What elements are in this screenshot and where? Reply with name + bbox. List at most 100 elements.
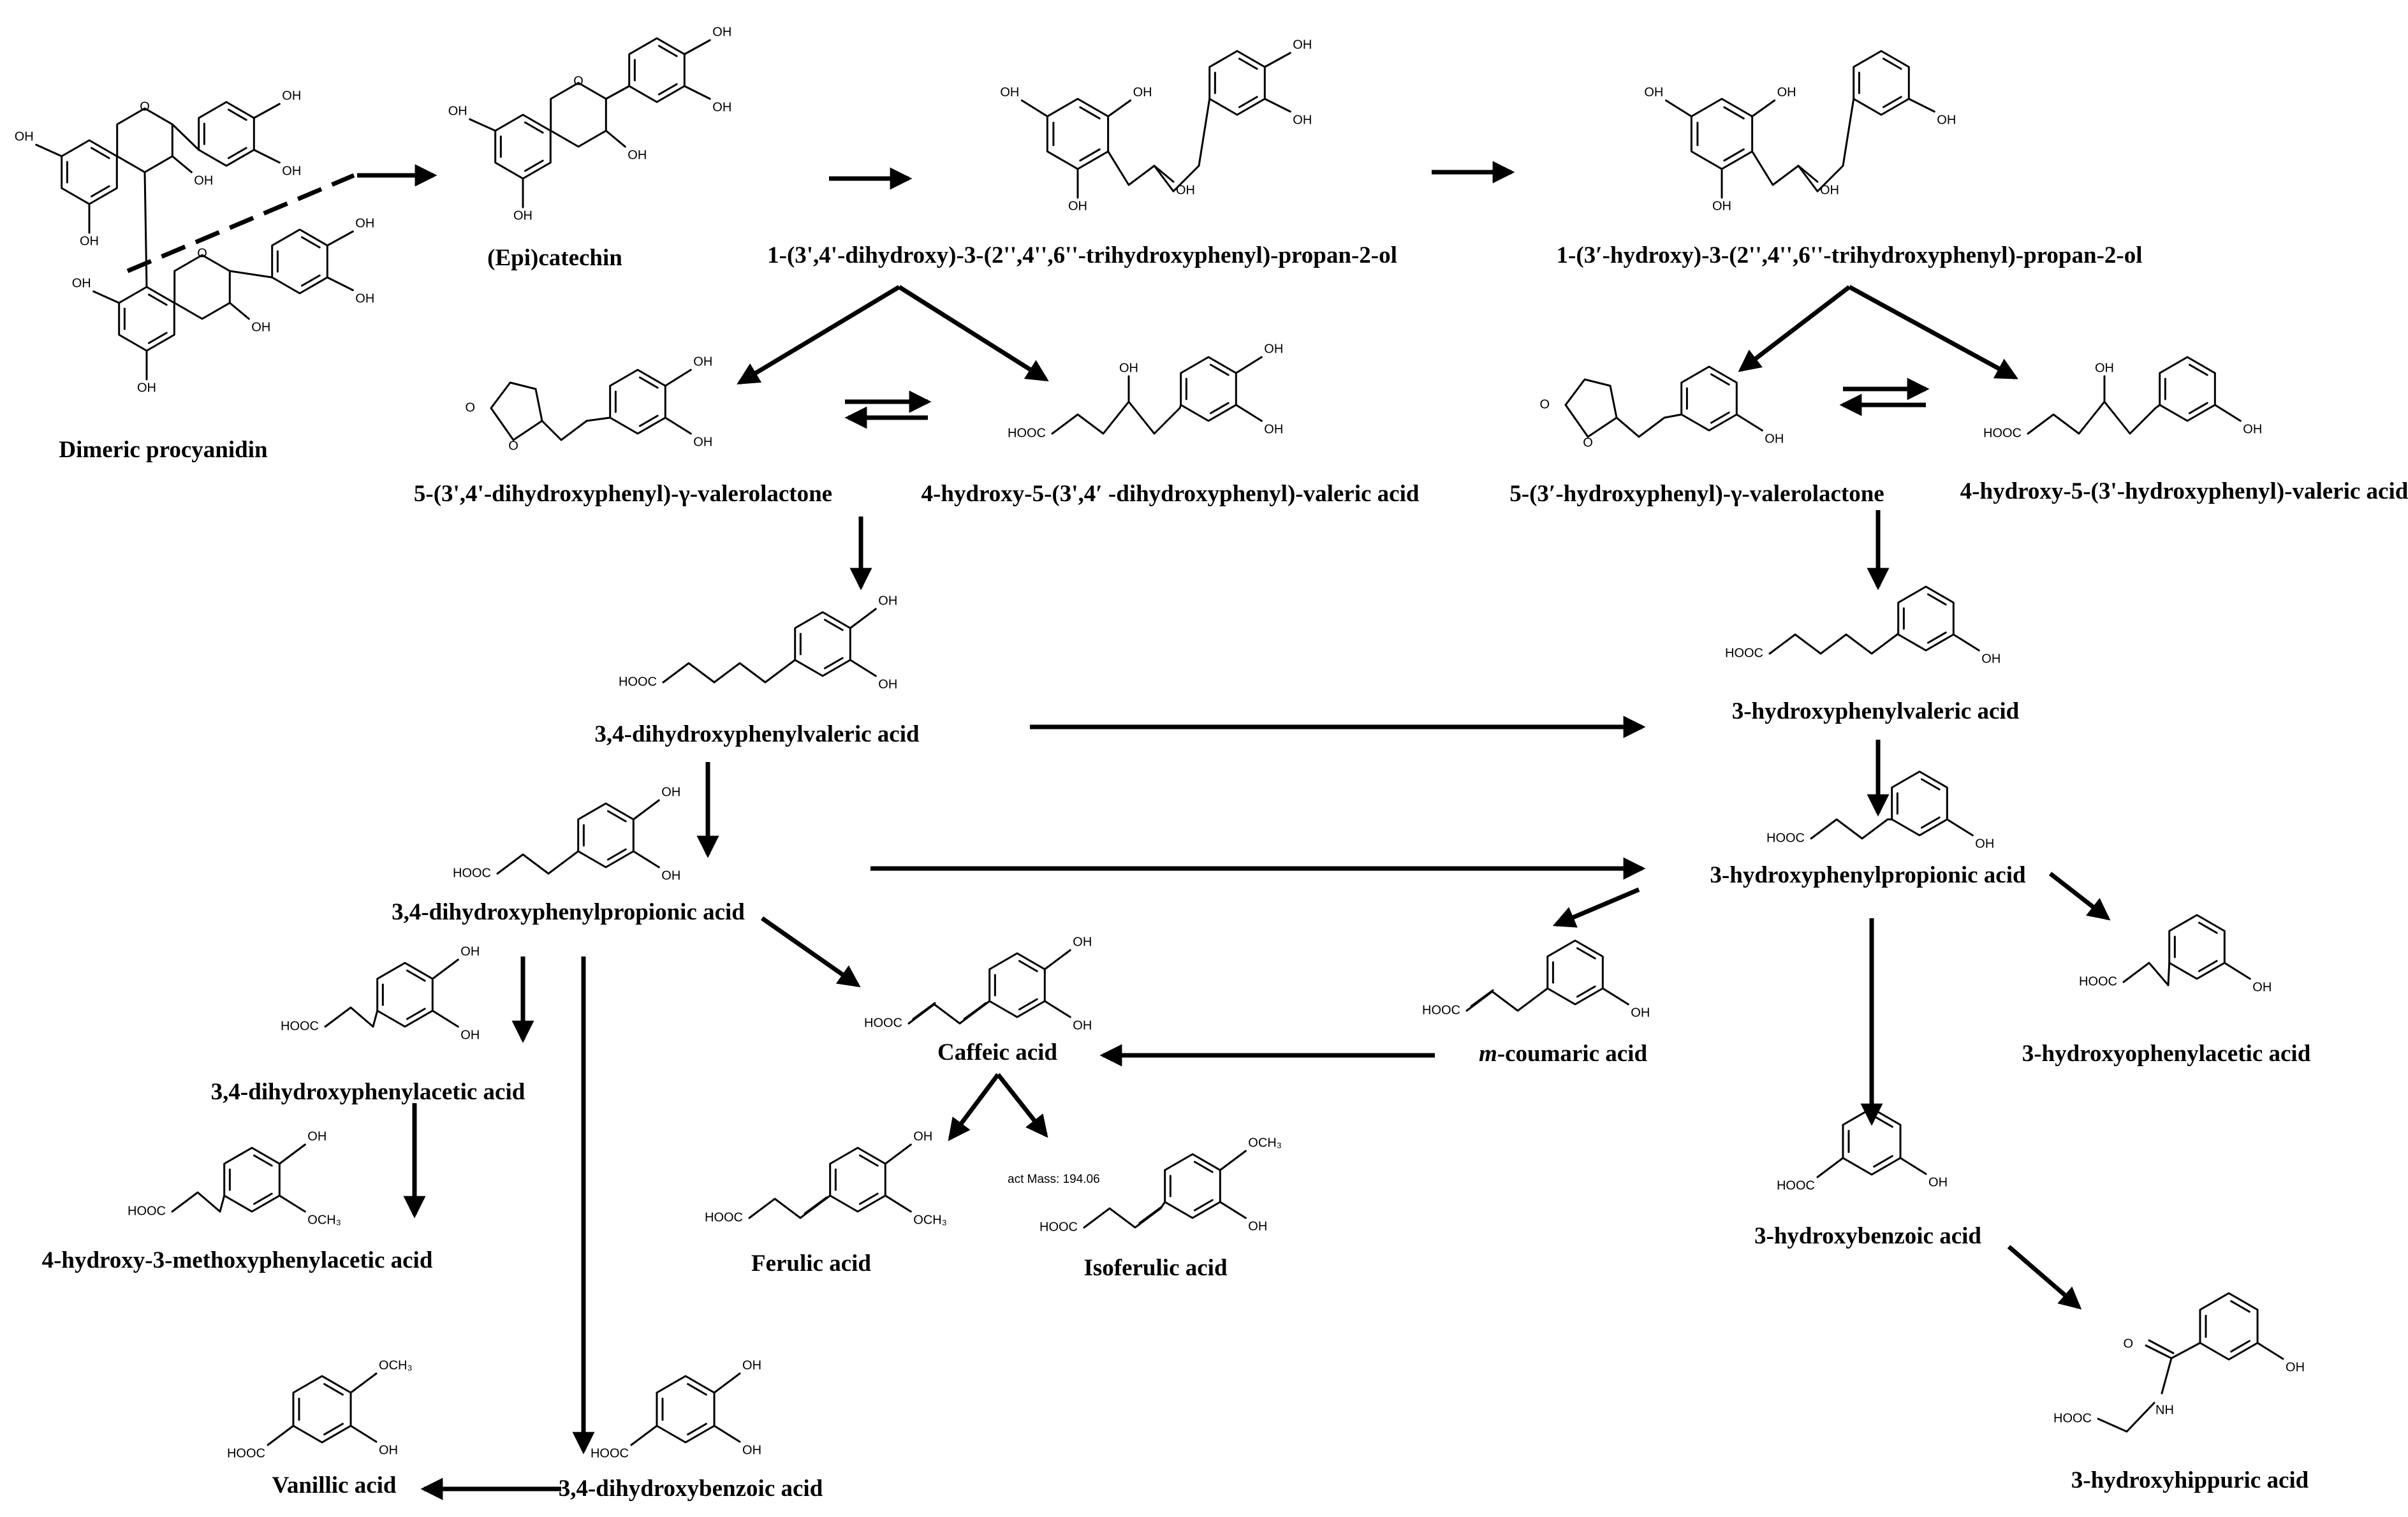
bond — [963, 1002, 987, 1020]
double-bond — [638, 376, 659, 389]
bond — [984, 1000, 991, 1006]
atom-label: HOOC — [705, 1210, 743, 1224]
atom-label: HOOC — [281, 1019, 319, 1033]
chain — [1751, 98, 1855, 193]
substituent-bond — [278, 1194, 306, 1213]
atom-label: O — [140, 99, 150, 114]
bond — [1470, 989, 1494, 1008]
atom-label: OH — [379, 1443, 398, 1457]
double-bond — [524, 121, 544, 134]
double-bond — [2188, 402, 2208, 414]
substituent-bond — [1153, 165, 1175, 183]
double-bond — [1873, 1155, 1893, 1168]
double-bond — [1209, 402, 1230, 414]
benzene-ring — [1164, 1153, 1221, 1219]
atom-label: OH — [1133, 85, 1152, 99]
substituent-bond — [1601, 987, 1629, 1006]
double-bond — [1927, 631, 1947, 644]
chain — [496, 853, 575, 875]
double-bond — [90, 185, 110, 198]
atom-label: OH — [1928, 1175, 1948, 1189]
atom-label: OH — [72, 276, 91, 290]
double-bond — [1576, 947, 1596, 960]
chain — [1107, 98, 1211, 193]
substituent-bond — [2223, 962, 2251, 980]
atom-label: OH — [1073, 1018, 1092, 1032]
arrow-to-hydroxyphenylacetic — [2048, 872, 2111, 921]
bond — [573, 850, 580, 856]
chain — [1810, 818, 1889, 840]
bond — [2145, 1344, 2173, 1359]
bond — [912, 1002, 936, 1020]
double-bond — [1193, 1161, 1214, 1173]
bond — [804, 1196, 828, 1215]
substituent-bond — [1797, 165, 1819, 183]
arrow-to-caffeic — [760, 916, 861, 988]
substituent-bond — [713, 1425, 741, 1443]
double-bond — [2230, 1300, 2250, 1313]
double-bond — [1723, 148, 1745, 162]
double-bond — [1018, 960, 1038, 972]
benzene-ring — [1853, 50, 1910, 116]
substituent-bond — [1263, 52, 1291, 68]
double-bond — [1920, 778, 1941, 791]
benzene-ring — [1680, 365, 1738, 432]
double-bond — [1079, 106, 1101, 120]
bond — [2154, 404, 2161, 409]
atom-label: O — [573, 74, 584, 88]
double-bond — [1920, 816, 1941, 829]
benzene-ring — [550, 82, 607, 148]
benzene-ring — [1208, 50, 1266, 116]
atom-label: OCH₃ — [307, 1213, 341, 1227]
double-bond — [323, 1382, 344, 1396]
arrow-to-ferulic — [948, 1073, 1000, 1141]
bond — [2161, 1357, 2173, 1395]
substituent-bond — [267, 1425, 295, 1446]
benzene-ring — [1891, 770, 1948, 837]
double-bond — [147, 293, 168, 306]
label-dihydroxyphenylvaleric: 3,4-dihydroxyphenylvaleric acid — [594, 721, 920, 747]
substituent-bond — [1735, 413, 1763, 432]
atom-label: OH — [742, 1443, 761, 1457]
atom-label: OH — [194, 173, 213, 187]
arrow-to-valerolactone-dihydroxy — [737, 284, 900, 385]
atom-label: OH — [2243, 422, 2262, 436]
atom-label: HOOC — [591, 1446, 629, 1460]
atom-label: OH — [878, 594, 897, 608]
atom-label: OH — [1000, 85, 1019, 99]
double-bond — [300, 236, 321, 249]
atom-label: act Mass: 194.06 — [1008, 1173, 1100, 1186]
chain — [1768, 633, 1898, 655]
label-m-coumaric-rest: -coumaric acid — [1497, 1041, 1648, 1067]
double-bond — [1238, 96, 1258, 108]
label-hydroxyhippuric-acid: 3-hydroxyhippuric acid — [2071, 1467, 2309, 1493]
double-bond — [1238, 57, 1258, 70]
double-bond — [1882, 96, 1902, 108]
chain — [2122, 962, 2169, 986]
label-hydroxyphenylacetic: 3-hydroxyophenylacetic acid — [2022, 1041, 2311, 1067]
label-dihydroxyphenylpropionic: 3,4-dihydroxyphenylpropionic acid — [392, 899, 745, 925]
substituent-bond — [849, 659, 877, 677]
label-methoxyphenylacetic: 4-hydroxy-3-methoxyphenylacetic acid — [41, 1247, 433, 1273]
substituent-bond — [1816, 1157, 1844, 1178]
atom-label: OH — [1820, 183, 1839, 197]
label-hydroxybenzoic-acid: 3-hydroxybenzoic acid — [1754, 1223, 1981, 1249]
atom-label: OH — [661, 785, 680, 799]
substituent-bond — [664, 369, 692, 387]
atom-label: OH — [282, 164, 301, 178]
substituent-bond — [1219, 1201, 1247, 1219]
bond — [1138, 1206, 1163, 1224]
lactone-ring — [1564, 378, 1618, 438]
atom-label: OH — [460, 944, 480, 958]
benzene-ring — [1546, 939, 1604, 1006]
substituent-bond — [1219, 1150, 1247, 1171]
atom-label: OH — [355, 291, 374, 305]
substituent-bond — [632, 799, 660, 821]
substituent-bond — [1263, 98, 1291, 113]
atom-label: OH — [628, 148, 647, 162]
atom-label: HOOC — [1983, 426, 2022, 440]
benzene-ring — [118, 286, 175, 352]
atom-label: NH — [2155, 1403, 2174, 1417]
atom-label: HOOC — [1422, 1003, 1460, 1017]
double-bond — [406, 969, 426, 982]
